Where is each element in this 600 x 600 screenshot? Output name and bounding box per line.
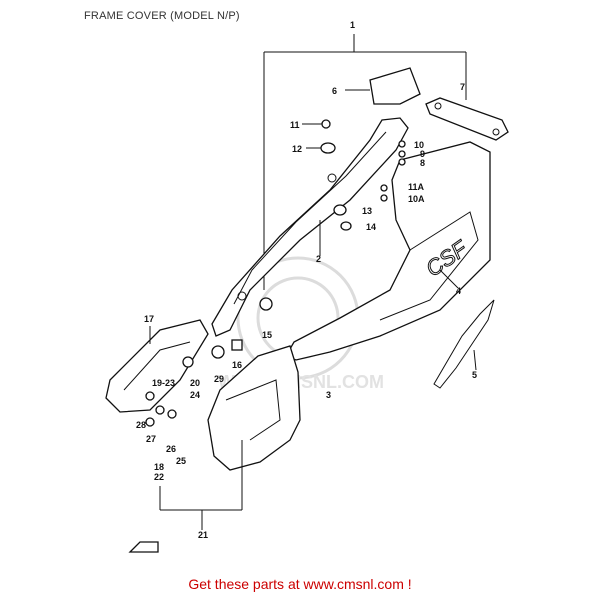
fasteners: [145, 119, 406, 427]
callout-25: 25: [176, 456, 186, 466]
part-2-frame-rail[interactable]: [211, 117, 409, 337]
callout-16: 16: [232, 360, 242, 370]
fwd-arrow: [128, 541, 159, 553]
callout-7: 7: [460, 82, 465, 92]
callout-18: 18: [154, 462, 164, 472]
bracket-21: [159, 440, 243, 530]
callout-8: 8: [420, 158, 425, 168]
callout-5: 5: [472, 370, 477, 380]
callout-29: 29: [214, 374, 224, 384]
callout-24: 24: [190, 390, 200, 400]
callout-1: 1: [350, 20, 355, 30]
callout-14: 14: [366, 222, 376, 232]
callout-21: 21: [198, 530, 208, 540]
footer-link[interactable]: Get these parts at www.cmsnl.com !: [188, 576, 412, 592]
callout-13: 13: [362, 206, 372, 216]
diagram-title: FRAME COVER (MODEL N/P): [84, 10, 240, 22]
callout-20: 20: [190, 378, 200, 388]
part-3-lower-cover[interactable]: [207, 345, 301, 471]
callout-4: 4: [456, 286, 461, 296]
callout-3: 3: [326, 390, 331, 400]
callout-28: 28: [136, 420, 146, 430]
callout-9: 9: [420, 149, 425, 159]
part-5-emblem[interactable]: [433, 299, 495, 389]
callout-19-23: 19-23: [152, 378, 175, 388]
callout-26: 26: [166, 444, 176, 454]
callout-27: 27: [146, 434, 156, 444]
callout-17: 17: [144, 314, 154, 324]
part-17-tail-cover[interactable]: [105, 319, 209, 413]
callout-10: 10: [414, 140, 424, 150]
callout-22: 22: [154, 472, 164, 482]
callout-10a: 10A: [408, 194, 425, 204]
callout-6: 6: [332, 86, 337, 96]
callout-11: 11: [290, 120, 300, 130]
callout-12: 12: [292, 144, 302, 154]
part-6-pad[interactable]: [369, 67, 421, 105]
bracket-1: [263, 34, 467, 290]
callout-2: 2: [316, 254, 321, 264]
callout-15: 15: [262, 330, 272, 340]
part-7-bracket[interactable]: [425, 97, 509, 141]
callout-11a: 11A: [408, 182, 425, 192]
